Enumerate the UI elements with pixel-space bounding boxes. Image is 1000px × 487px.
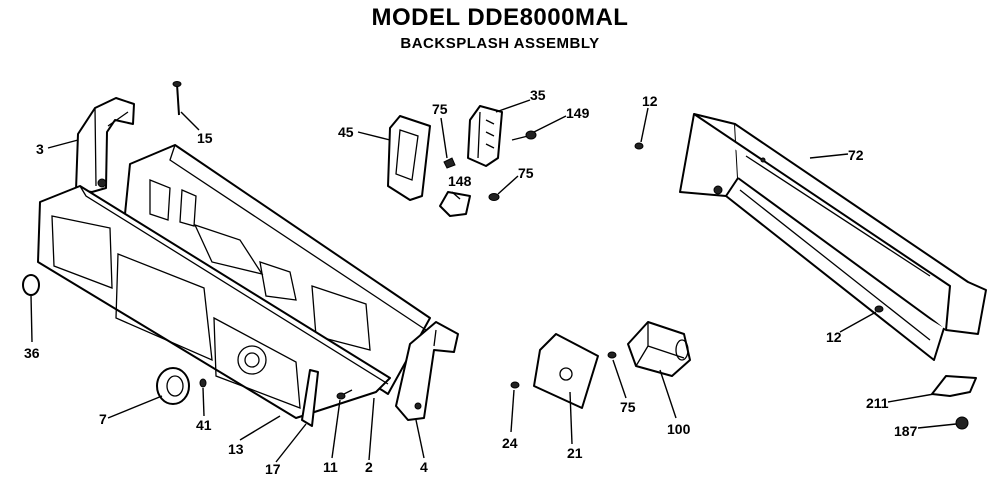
part-72-rear-cover bbox=[679, 113, 987, 361]
callout-148: 148 bbox=[448, 173, 472, 189]
part-75-clip-middle bbox=[488, 193, 500, 201]
part-24-screw bbox=[510, 381, 520, 389]
part-149-screw bbox=[511, 130, 537, 141]
callout-13: 13 bbox=[228, 441, 244, 457]
callout-labels: 3 15 45 75 35 149 12 72 148 75 36 7 41 1… bbox=[24, 87, 918, 477]
part-100-timer bbox=[627, 321, 691, 377]
part-3-left-endcap bbox=[75, 97, 135, 193]
callout-12: 12 bbox=[642, 93, 658, 109]
part-17-switch bbox=[301, 369, 319, 427]
callout-12: 12 bbox=[826, 329, 842, 345]
part-12-screw-lower bbox=[874, 305, 884, 313]
part-13-control-panel bbox=[37, 185, 391, 419]
callout-41: 41 bbox=[196, 417, 212, 433]
part-75-screw-lower bbox=[607, 351, 617, 359]
part-36-knob bbox=[22, 274, 40, 296]
diagram-subtitle: BACKSPLASH ASSEMBLY bbox=[400, 35, 600, 52]
part-75-clip-upper bbox=[443, 157, 456, 169]
callout-21: 21 bbox=[567, 445, 583, 461]
callout-75: 75 bbox=[518, 165, 534, 181]
callout-75: 75 bbox=[620, 399, 636, 415]
callout-72: 72 bbox=[848, 147, 864, 163]
diagram-title: MODEL DDE8000MAL bbox=[371, 4, 629, 31]
part-11-screw bbox=[336, 389, 353, 400]
callout-4: 4 bbox=[420, 459, 428, 475]
part-21-plate bbox=[533, 333, 599, 409]
callout-2: 2 bbox=[365, 459, 373, 475]
callout-187: 187 bbox=[894, 423, 918, 439]
callout-211: 211 bbox=[866, 395, 889, 411]
callout-3: 3 bbox=[36, 141, 44, 157]
callout-24: 24 bbox=[502, 435, 518, 451]
callout-75: 75 bbox=[432, 101, 448, 117]
part-15-screw bbox=[172, 81, 182, 116]
part-7-timer-knob bbox=[156, 367, 190, 405]
callout-35: 35 bbox=[530, 87, 546, 103]
part-148-bracket bbox=[439, 191, 471, 217]
callout-45: 45 bbox=[338, 124, 354, 140]
callout-149: 149 bbox=[566, 105, 590, 121]
callout-7: 7 bbox=[99, 411, 107, 427]
callout-15: 15 bbox=[197, 130, 213, 146]
part-35-switch bbox=[467, 105, 503, 167]
part-187-foot bbox=[955, 416, 969, 430]
callout-100: 100 bbox=[667, 421, 691, 437]
callout-36: 36 bbox=[24, 345, 40, 361]
part-211-bracket bbox=[931, 375, 977, 397]
leader-lines bbox=[30, 99, 957, 463]
part-41-clip bbox=[199, 378, 207, 388]
part-45-bracket bbox=[387, 115, 431, 201]
callout-17: 17 bbox=[265, 461, 281, 477]
part-4-right-endcap bbox=[395, 321, 459, 421]
callout-11: 11 bbox=[323, 459, 338, 475]
part-12-screw-upper bbox=[634, 142, 644, 150]
part-2-backsplash-panel bbox=[123, 144, 431, 395]
